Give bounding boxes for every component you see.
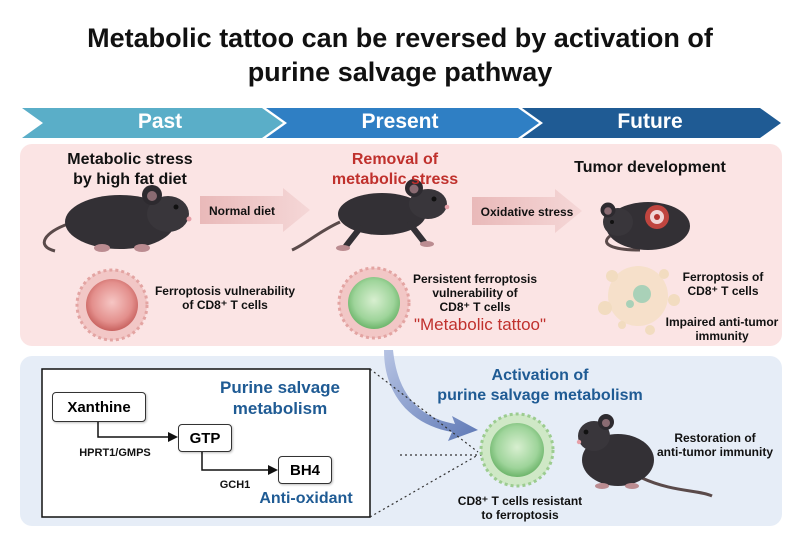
chevron-future [522,108,781,138]
cd8-t-cell-vulnerable-icon [75,268,149,342]
past-heading-line2: by high fat diet [73,171,187,188]
resistant-cell-label-line2: to ferroptosis [481,508,559,522]
node-bh4-label: BH4 [289,461,320,479]
diagram-title-line2: purine salvage pathway [247,57,553,87]
cd8-t-cell-tattoo-icon [337,266,411,340]
past-heading-line1: Metabolic stress [67,151,193,168]
arrow-normal-diet [200,188,310,232]
arrow-oxidative-stress [472,189,582,233]
node-gtp-label: GTP [189,429,221,447]
resistant-cell-label-line1: CD8⁺ T cells resistant [457,494,583,508]
future-label2-line2: immunity [695,329,749,343]
cd8-t-cell-ferroptosis-icon [598,266,680,335]
activation-label-line1: Activation of [491,367,589,384]
node-xanthine-label: Xanthine [67,398,131,416]
future-label2-line1: Impaired anti-tumor [665,315,779,329]
phase-label-present: Present [361,110,439,133]
cd8-t-cell-resistant-icon [479,412,555,488]
node-gtp: GTP [178,424,232,452]
present-cell-label-line3: CD8⁺ T cells [439,300,511,314]
present-cell-label-line1: Persistent ferroptosis [412,272,538,286]
chevron-past [22,108,283,138]
metabolic-tattoo-label: "Metabolic tattoo" [413,315,547,334]
arrow-activation [384,350,478,441]
arrow-gtp-bh4 [201,452,268,471]
restoration-label-line1: Restoration of [674,431,756,445]
phase-label-past: Past [137,110,183,133]
mouse-running-icon [291,179,450,252]
present-heading-line2: metabolic stress [331,171,459,188]
chevron-present [266,108,539,138]
node-xanthine: Xanthine [52,392,146,422]
future-heading: Tumor development [574,159,726,176]
pathway-title-line2: metabolism [232,399,328,418]
past-cell-label-line1: Ferroptosis vulnerability [154,284,296,298]
anti-oxidant-label: Anti-oxidant [259,490,353,507]
enzyme-hprt1-gmps: HPRT1/GMPS [79,447,151,459]
future-label1-line1: Ferroptosis of [682,270,764,284]
top-panel [20,144,782,346]
dotted-connector-bottom [369,454,479,518]
mouse-obese-icon [42,185,192,253]
enzyme-gch1: GCH1 [219,479,251,491]
present-cell-label-line2: vulnerability of [432,286,518,300]
future-label1-line2: CD8⁺ T cells [687,284,759,298]
activation-label-line2: purine salvage metabolism [437,387,643,404]
past-cell-label-line2: of CD8⁺ T cells [182,298,268,312]
transition-oxidative-stress: Oxidative stress [480,205,574,219]
mouse-tumor-icon [600,202,690,252]
restoration-label-line2: anti-tumor immunity [657,445,773,459]
node-bh4: BH4 [278,456,332,484]
transition-normal-diet: Normal diet [208,204,275,218]
arrowhead-bh4 [268,465,278,475]
arrow-xanthine-gtp [97,422,168,438]
phase-label-future: Future [617,110,683,133]
arrowhead-gtp [168,432,178,442]
mouse-restored-icon [576,414,713,498]
pathway-title-line1: Purine salvage [219,378,340,397]
diagram-title-line1: Metabolic tattoo can be reversed by acti… [87,23,713,53]
present-heading-line1: Removal of [351,151,439,168]
